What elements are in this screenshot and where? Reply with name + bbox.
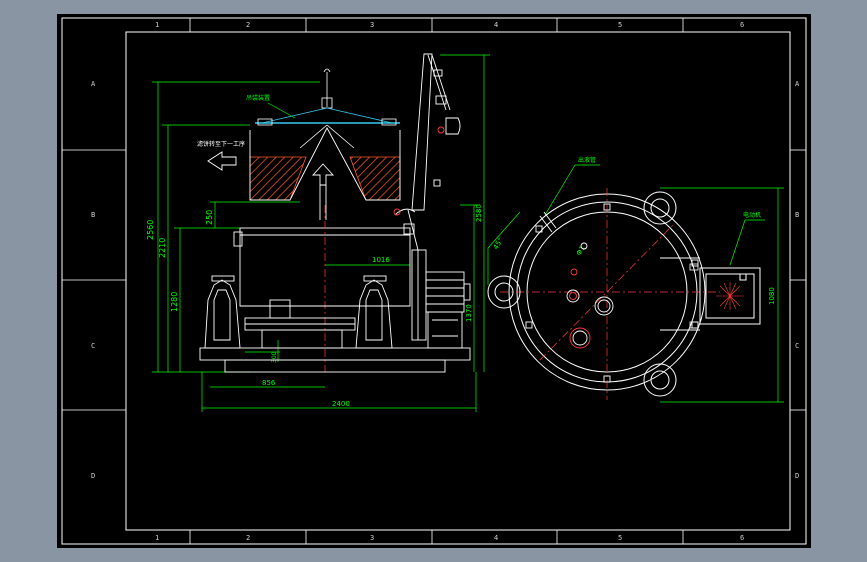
col-label-top-3: 3 [370, 21, 374, 29]
dim-lift-height: 250 [205, 210, 214, 225]
col-label-top-1: 1 [155, 21, 159, 29]
row-label-left-a: A [91, 80, 96, 88]
col-label-bottom-3: 3 [370, 534, 374, 542]
row-label-left-d: D [91, 472, 95, 480]
centerlines [500, 188, 720, 400]
dim-diameter: Φ1 [575, 244, 587, 257]
col-label-top-2: 2 [246, 21, 250, 29]
col-label-bottom-5: 5 [618, 534, 622, 542]
outer-border [61, 17, 807, 545]
row-label-left-c: C [91, 342, 95, 350]
drawing-frame: 1 2 3 4 5 6 1 2 3 4 5 6 A B C D A B C D [61, 17, 807, 545]
zone-ticks [62, 18, 806, 544]
dim-angle: 45° [492, 236, 505, 251]
arrow-up-icon [311, 163, 335, 220]
label-discharge: 出液管 [578, 156, 596, 164]
label-motor: 电动机 [743, 211, 761, 219]
dim-height-3: 1280 [170, 292, 179, 312]
lid-arm [393, 53, 461, 341]
label-basket-lift: 吊袋装置 [246, 94, 270, 102]
support-pillars [204, 275, 393, 349]
side-view-dimension-texts: 2560 2210 1280 250 1016 2580 1370 856 24… [146, 204, 483, 408]
dim-base-height: 300 [271, 351, 278, 363]
col-label-bottom-6: 6 [740, 534, 744, 542]
basket-lift [255, 68, 400, 149]
dim-overall-width: 2400 [332, 400, 350, 408]
col-label-top-6: 6 [740, 21, 744, 29]
support-lugs [487, 191, 677, 397]
col-label-top-4: 4 [494, 21, 498, 29]
motor-flange-bolts [689, 263, 699, 329]
dim-motor-span: 1080 [768, 287, 776, 305]
col-label-top-5: 5 [618, 21, 622, 29]
side-view-dimension-lines [152, 54, 490, 412]
top-view-dimension-lines [487, 164, 784, 403]
drawing-sheet [57, 14, 811, 548]
zone-labels: 1 2 3 4 5 6 1 2 3 4 5 6 A B C D A B C D [91, 21, 800, 542]
dim-base-width: 856 [262, 379, 276, 387]
drive-motor [425, 271, 471, 349]
centrifuge-drum [233, 205, 415, 372]
dim-overall-height: 2560 [146, 220, 155, 240]
arrow-left-icon [207, 151, 237, 171]
filter-cake-left [249, 156, 307, 201]
dim-height-2: 2210 [158, 238, 167, 258]
side-view: 2560 2210 1280 250 1016 2580 1370 856 24… [146, 53, 490, 412]
top-ports [525, 203, 699, 383]
inner-border [125, 31, 791, 531]
row-label-right-c: C [795, 342, 799, 350]
motor-fan-icon [716, 282, 744, 310]
dim-right-height-1: 2580 [475, 204, 483, 222]
col-label-bottom-2: 2 [246, 534, 250, 542]
row-label-right-d: D [795, 472, 799, 480]
top-view: 出液管 电动机 45° Φ1 1080 [487, 156, 784, 403]
filter-cake [249, 127, 401, 201]
col-label-bottom-4: 4 [494, 534, 498, 542]
filter-cake-right [349, 156, 401, 201]
dim-right-height-2: 1370 [465, 304, 473, 322]
label-transfer-note: 滤饼转至下一工序 [197, 140, 245, 148]
row-label-right-b: B [795, 211, 799, 219]
machine-base [199, 299, 471, 373]
basket-outline [249, 127, 401, 201]
leader-basket-lift [267, 102, 296, 119]
top-motor [660, 257, 761, 331]
row-label-left-b: B [91, 211, 95, 219]
dim-drum-radius: 1016 [372, 256, 390, 264]
row-label-right-a: A [795, 80, 800, 88]
col-label-bottom-1: 1 [155, 534, 159, 542]
